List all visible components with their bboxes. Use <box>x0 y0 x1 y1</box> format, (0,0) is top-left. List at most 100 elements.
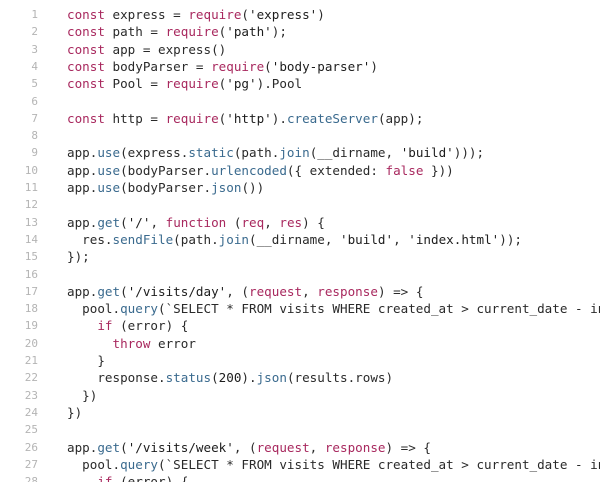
code-token: require <box>211 58 265 74</box>
code-text: app.use(bodyParser.urlencoded({ extended… <box>67 162 454 179</box>
code-token: 'path' <box>226 24 272 40</box>
code-token: const <box>67 24 105 40</box>
code-token: ); <box>271 24 287 40</box>
code-token: query <box>120 456 158 472</box>
code-token: ) <box>370 58 378 74</box>
code-token: ( <box>218 24 227 40</box>
line-number: 9 <box>31 146 38 160</box>
line-number: 17 <box>24 284 38 298</box>
code-token: (error) { <box>112 474 189 482</box>
code-token: , <box>393 231 409 247</box>
code-token: (bodyParser. <box>120 162 212 178</box>
code-token: json <box>211 180 242 195</box>
code-token: app. <box>67 283 98 299</box>
code-token: app. <box>67 214 98 230</box>
code-text: const bodyParser = require('body-parser'… <box>67 58 378 75</box>
code-text: const express = require('express') <box>67 6 325 23</box>
code-line: 16 <box>0 266 600 283</box>
line-number: 14 <box>24 232 38 246</box>
code-token: )); <box>499 231 523 247</box>
code-text: const app = express() <box>67 41 226 58</box>
line-number: 7 <box>31 111 38 125</box>
code-token: , <box>150 214 166 230</box>
code-token: if <box>97 318 113 334</box>
code-line: 27 pool.query(`SELECT * FROM visits WHER… <box>0 456 600 473</box>
code-token: urlencoded <box>211 162 287 178</box>
code-token: , <box>309 439 325 455</box>
code-token: const <box>67 110 105 126</box>
code-token: ( <box>120 214 128 230</box>
line-number: 19 <box>24 319 38 333</box>
code-line: 18 pool.query(`SELECT * FROM visits WHER… <box>0 300 600 317</box>
line-number: 21 <box>24 354 38 367</box>
code-token: ( <box>218 110 227 126</box>
code-line: 7 const http = require('http').createServ… <box>0 110 600 127</box>
code-token: ( <box>211 370 219 386</box>
code-token: (__dirname, <box>309 145 401 161</box>
code-token: 'pg' <box>226 76 257 92</box>
code-token: ({ extended: <box>286 162 386 178</box>
code-token: require <box>165 110 219 126</box>
code-token: const <box>67 41 105 57</box>
code-token: 'build' <box>400 145 454 161</box>
code-text: if (error) { <box>67 317 188 334</box>
code-token <box>67 318 97 333</box>
code-token: ).Pool <box>256 76 303 92</box>
code-token: express = <box>104 7 189 22</box>
code-line: 20 throw error <box>0 335 600 352</box>
code-token: app. <box>67 162 98 178</box>
code-text: }) <box>67 387 97 404</box>
code-line: 9 app.use(express.static(path.join(__dirn… <box>0 144 600 161</box>
code-token: request <box>256 439 310 455</box>
line-number: 28 <box>24 475 38 482</box>
line-number: 6 <box>31 94 38 108</box>
code-token: bodyParser = <box>104 58 212 74</box>
code-token: get <box>97 214 121 230</box>
code-token: response <box>324 439 386 455</box>
code-token <box>67 474 97 482</box>
line-number: 10 <box>24 163 38 177</box>
line-number: 26 <box>24 440 38 454</box>
code-token: use <box>97 180 121 195</box>
code-line: 25 <box>0 421 600 438</box>
code-token: app. <box>67 145 98 161</box>
code-token: ( <box>218 76 227 92</box>
code-line: 6 <box>0 93 600 110</box>
code-token: }); <box>67 249 90 265</box>
code-token: (results.rows) <box>286 370 394 386</box>
code-token: false <box>385 162 424 178</box>
code-token: }) <box>67 404 83 420</box>
code-line: 8 <box>0 127 600 144</box>
code-token: join <box>279 145 310 161</box>
code-token: static <box>188 145 234 161</box>
code-text: if (error) { <box>67 473 188 482</box>
code-text: const http = require('http').createServe… <box>67 110 423 127</box>
code-token: response <box>317 283 378 299</box>
code-token: createServer <box>286 110 378 126</box>
code-token: query <box>120 301 158 317</box>
code-token: get <box>97 283 121 299</box>
code-text: pool.query(`SELECT * FROM visits WHERE c… <box>67 300 600 317</box>
code-token: 'body-parser' <box>271 58 371 74</box>
code-token: sendFile <box>112 231 174 247</box>
code-token: res <box>279 214 303 230</box>
code-token: }) <box>67 387 98 403</box>
code-line: 23 }) <box>0 387 600 404</box>
code-token: ( <box>120 439 128 455</box>
code-token: '/' <box>127 214 151 230</box>
code-token: app. <box>67 180 98 195</box>
code-token: , ( <box>233 439 257 455</box>
line-number: 22 <box>24 371 38 385</box>
line-number: 25 <box>24 423 38 437</box>
line-number: 2 <box>31 25 38 39</box>
code-text: app.get('/visits/day', (request, respons… <box>67 283 423 300</box>
code-text: app.use(express.static(path.join(__dirna… <box>67 144 484 161</box>
code-token: ). <box>241 370 257 386</box>
code-line: 10 app.use(bodyParser.urlencoded({ extend… <box>0 162 600 179</box>
code-line: 19 if (error) { <box>0 317 600 334</box>
code-token: (bodyParser. <box>120 180 212 195</box>
code-text: app.get('/visits/week', (request, respon… <box>67 439 431 456</box>
